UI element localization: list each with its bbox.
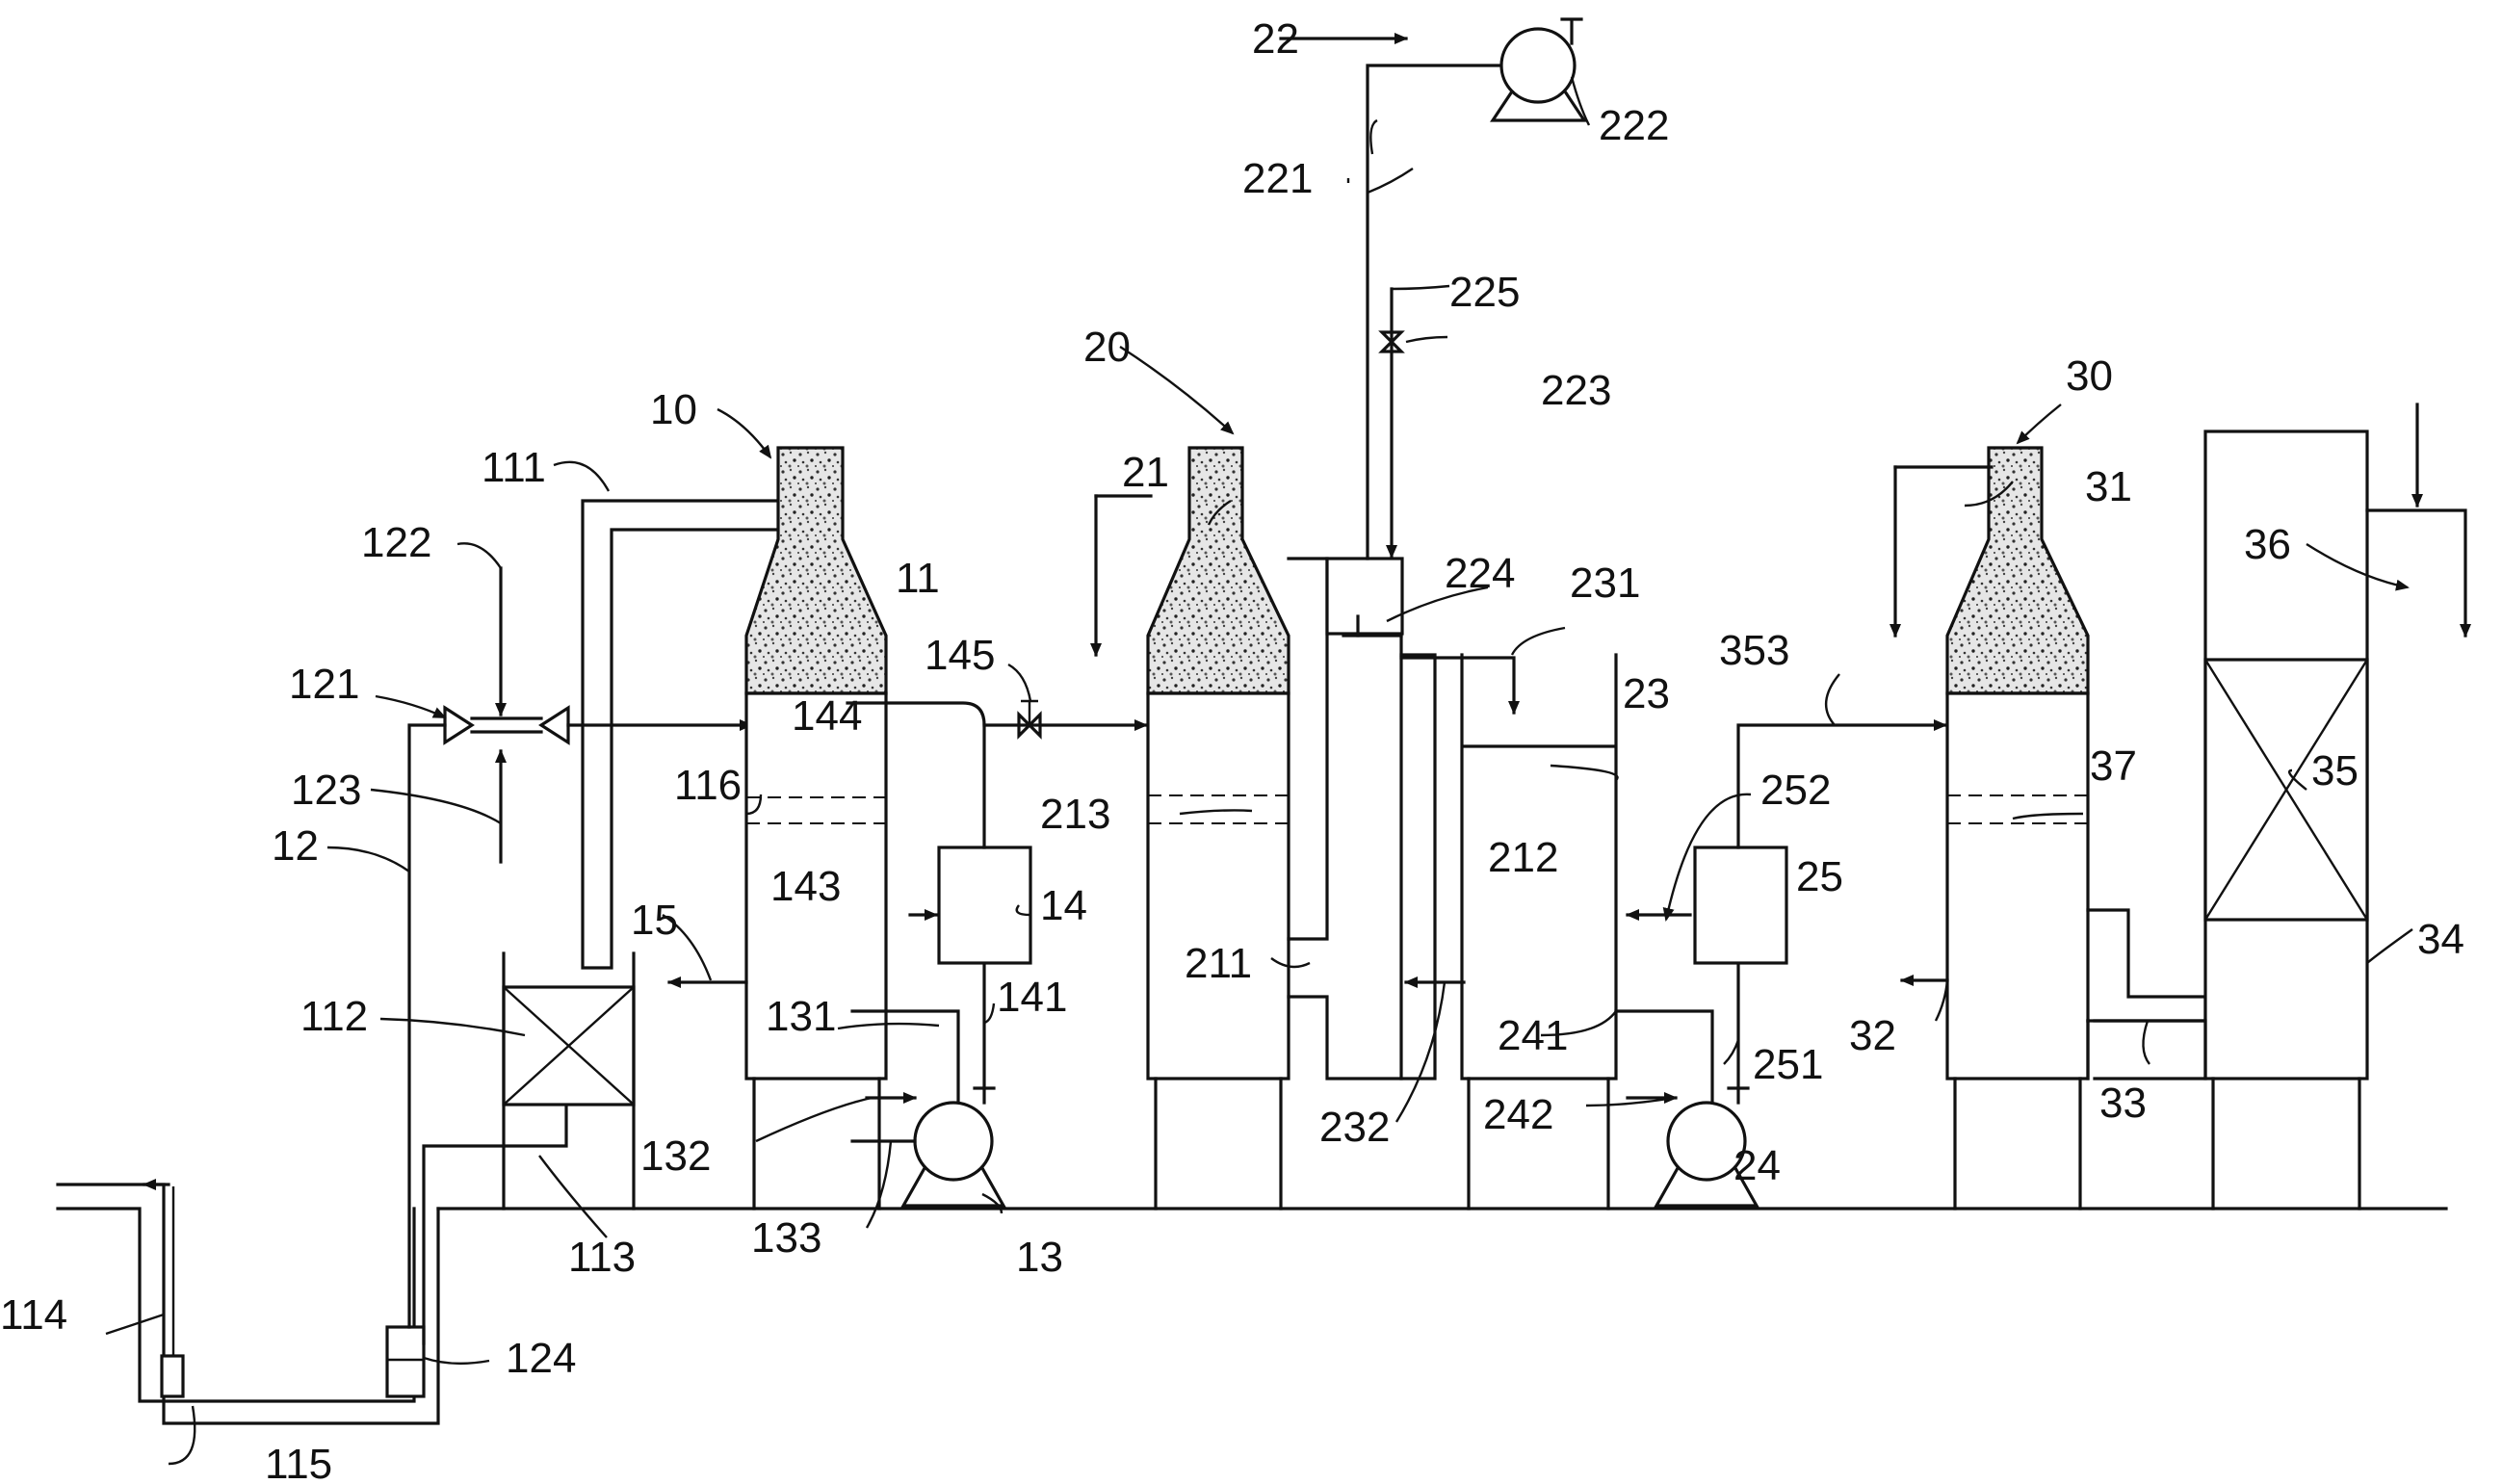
label-15: 15: [631, 897, 678, 944]
label-35: 35: [2311, 747, 2359, 794]
label-33: 33: [2099, 1080, 2147, 1127]
tower-21-body: [1146, 691, 1290, 1080]
label-221: 221: [1242, 155, 1313, 202]
line-22: [1366, 64, 1504, 560]
pump-13: [913, 1101, 994, 1182]
label-242: 242: [1483, 1091, 1553, 1138]
label-115: 115: [265, 1441, 332, 1484]
label-116: 116: [674, 762, 742, 809]
label-24: 24: [1733, 1142, 1781, 1189]
tower-31-packing: [1945, 446, 2090, 695]
label-114: 114: [0, 1291, 67, 1339]
line-113: [422, 1096, 568, 1345]
label-112: 112: [300, 993, 368, 1040]
label-251: 251: [1753, 1041, 1823, 1088]
label-213: 213: [1040, 791, 1110, 838]
line-12: [407, 723, 447, 1329]
tank-23: [1460, 653, 1618, 1080]
label-141: 141: [997, 974, 1067, 1021]
label-241: 241: [1498, 1012, 1568, 1059]
label-21: 21: [1122, 449, 1169, 496]
label-232: 232: [1319, 1104, 1390, 1151]
duct-111: [581, 499, 780, 970]
label-133: 133: [751, 1214, 821, 1262]
label-121: 121: [289, 661, 359, 708]
label-132: 132: [640, 1133, 711, 1180]
pump-24: [1666, 1101, 1747, 1182]
heat-exchanger-14: [937, 846, 1032, 965]
tower-11-body: [744, 691, 888, 1080]
label-23: 23: [1623, 670, 1670, 717]
stage-10: [407, 446, 1148, 1345]
label-leaders: [105, 76, 2413, 1466]
label-145: 145: [925, 632, 995, 679]
label-25: 25: [1796, 853, 1843, 900]
label-34: 34: [2417, 916, 2464, 963]
valve-225: [1378, 330, 1405, 353]
label-111: 111: [482, 444, 546, 491]
label-231: 231: [1570, 560, 1640, 607]
label-252: 252: [1760, 767, 1831, 814]
label-123: 123: [291, 767, 361, 814]
label-122: 122: [361, 519, 431, 566]
label-11: 11: [896, 555, 940, 602]
label-36: 36: [2244, 521, 2291, 568]
label-131: 131: [766, 993, 836, 1040]
label-144: 144: [792, 692, 862, 740]
label-223: 223: [1541, 367, 1611, 414]
label-124: 124: [506, 1335, 576, 1382]
label-12: 12: [272, 822, 319, 870]
label-10: 10: [650, 386, 697, 433]
blower-222: [1499, 27, 1577, 104]
pump-124: [385, 1325, 426, 1398]
vessel-212-cap: [1325, 557, 1404, 636]
label-20: 20: [1083, 324, 1131, 371]
stage-20: [1090, 17, 1947, 1211]
label-14: 14: [1040, 882, 1087, 929]
ejector-121: [443, 705, 570, 745]
label-31: 31: [2085, 463, 2132, 510]
label-143: 143: [770, 863, 841, 910]
label-37: 37: [2090, 742, 2137, 790]
label-13: 13: [1016, 1234, 1063, 1281]
label-212: 212: [1488, 834, 1558, 881]
label-224: 224: [1445, 550, 1515, 597]
tower-31-body: [1945, 691, 2090, 1080]
label-211: 211: [1185, 940, 1252, 987]
heat-exchanger-25: [1693, 846, 1788, 965]
label-32: 32: [1849, 1012, 1896, 1059]
label-113: 113: [568, 1234, 636, 1281]
tower-11-packing: [744, 446, 888, 695]
stage-30: [1890, 403, 2471, 1211]
duct-33: [2086, 908, 2207, 1023]
label-22: 22: [1252, 15, 1299, 63]
reference-numerals: 10 11 12 13 14 15 20 21 22 23 24 25 30 3…: [0, 15, 2464, 1484]
label-30: 30: [2066, 352, 2113, 400]
sump-pit: [56, 1179, 440, 1425]
label-225: 225: [1449, 269, 1520, 316]
label-353: 353: [1719, 627, 1789, 674]
u-pipe-211: [1287, 557, 1403, 1080]
valve-145: [1017, 711, 1042, 740]
label-222: 222: [1599, 102, 1669, 149]
level-sensor-115: [160, 1354, 185, 1398]
